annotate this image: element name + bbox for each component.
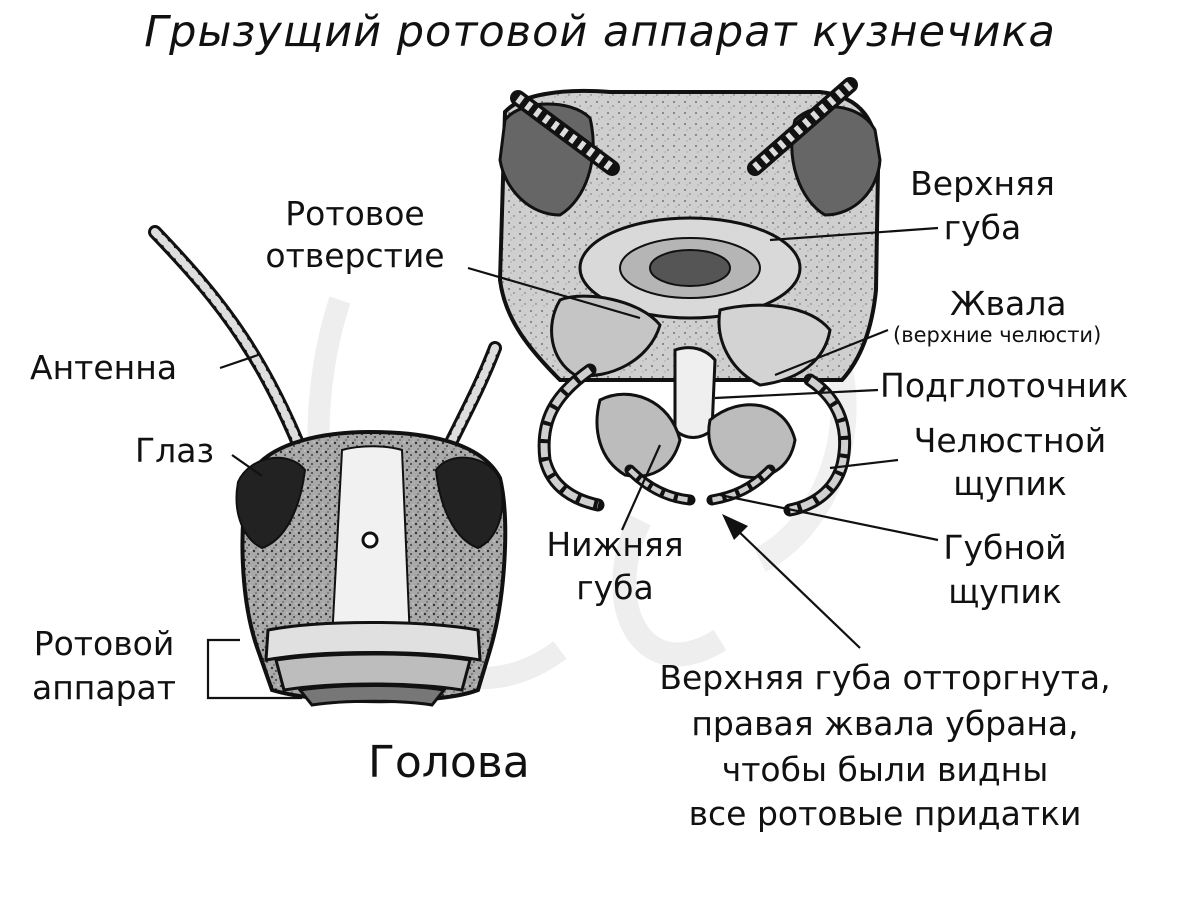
right-eye — [434, 456, 504, 550]
head-open-view — [497, 77, 882, 517]
label-labial-palp-line1: Губной — [943, 528, 1067, 567]
label-mouthparts-line1: Ротовой — [33, 624, 175, 663]
label-eye: Глаз — [135, 431, 214, 470]
label-labrum-line2: губа — [943, 208, 1022, 247]
label-head: Голова — [368, 737, 530, 788]
label-maxillary-palp-line1: Челюстной — [913, 421, 1107, 460]
label-labium-line1: Нижняя — [546, 525, 684, 564]
head-front-view — [148, 225, 508, 707]
label-labial-palp-line2: щупик — [948, 572, 1062, 611]
left-eye — [235, 456, 307, 550]
caption-line1: Верхняя губа отторгнута, — [659, 658, 1111, 697]
label-maxillary-palp-line2: щупик — [953, 464, 1067, 503]
label-mandibles: Жвала — [950, 284, 1067, 323]
label-labrum-line1: Верхняя — [910, 164, 1055, 203]
label-mouth-opening-line1: Ротовое — [285, 194, 425, 233]
page-title: Грызущий ротовой аппарат кузнечика — [144, 7, 1056, 57]
caption-line4: все ротовые придатки — [688, 794, 1082, 833]
label-mouth-opening-line2: отверстие — [265, 236, 445, 275]
label-hypopharynx: Подглоточник — [880, 366, 1129, 405]
label-antenna: Антенна — [30, 348, 178, 387]
label-mouthparts-line2: аппарат — [32, 668, 176, 707]
caption-line2: правая жвала убрана, — [691, 704, 1079, 743]
label-labium-line2: губа — [576, 568, 654, 607]
label-mandibles-note: (верхние челюсти) — [893, 323, 1102, 347]
leader-lines-right — [467, 226, 939, 649]
caption-line3: чтобы были видны — [721, 750, 1049, 789]
leader-lines-left — [206, 353, 302, 700]
